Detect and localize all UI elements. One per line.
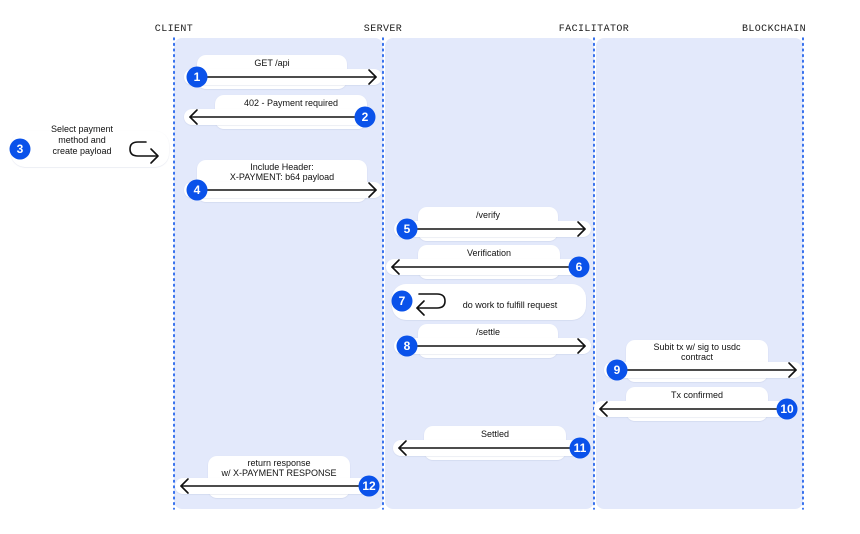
step-7-label-line: do work to fulfill request <box>463 300 558 310</box>
step-10: Tx confirmed 10 <box>594 387 798 421</box>
step-3-loop-arrow <box>129 141 157 157</box>
step-7-label-bubble <box>392 284 586 320</box>
step-12-number: 12 <box>362 479 376 493</box>
step-5-badge <box>396 218 418 240</box>
step-7-number: 7 <box>399 294 406 308</box>
step-10-label-line: Tx confirmed <box>671 390 723 400</box>
step-5-arrowhead <box>577 221 586 237</box>
step-2-number: 2 <box>362 110 369 124</box>
step-8-label-line: /settle <box>476 327 500 337</box>
step-6-arrowhead <box>391 259 400 275</box>
step-5-label-line: /verify <box>476 210 501 220</box>
step-6-badge <box>568 256 590 278</box>
step-7-arrowhead <box>416 300 425 316</box>
step-2-label-line: 402 - Payment required <box>244 98 338 108</box>
step-9-number: 9 <box>614 363 621 377</box>
step-3-label-line: create payload <box>52 146 111 156</box>
swimlane-panel-3 <box>596 38 803 509</box>
step-6-number: 6 <box>576 260 583 274</box>
step-5-number: 5 <box>404 222 411 236</box>
step-1: GET /api 1 <box>184 55 382 89</box>
step-3-badge <box>9 138 31 160</box>
step-9-label-line: Subit tx w/ sig to usdc <box>653 342 741 352</box>
step-11: Settled 11 <box>393 426 591 460</box>
step-7: do work to fulfill request 7 <box>391 284 586 320</box>
step-2: 402 - Payment required 2 <box>184 95 376 129</box>
swimlane-panel-1 <box>174 38 383 509</box>
step-8-arrowhead <box>577 338 586 354</box>
step-9-label-line: contract <box>681 352 714 362</box>
step-12-arrowhead <box>180 478 189 494</box>
step-4-arrowhead <box>368 182 377 198</box>
step-4-badge <box>186 179 208 201</box>
step-10-arrowhead <box>599 401 608 417</box>
step-1-label-line: GET /api <box>254 58 289 68</box>
step-3-label-line: method and <box>58 135 106 145</box>
step-2-badge <box>354 106 376 128</box>
step-11-badge <box>569 437 591 459</box>
step-10-badge <box>776 398 798 420</box>
step-8-number: 8 <box>404 339 411 353</box>
step-3-number: 3 <box>17 142 24 156</box>
step-11-number: 11 <box>574 441 587 455</box>
step-11-label-line: Settled <box>481 429 509 439</box>
step-9-arrowhead <box>788 362 797 378</box>
step-7-badge <box>391 290 413 312</box>
step-4: Include Header:X-PAYMENT: b64 payload 4 <box>184 160 382 202</box>
step-5: /verify 5 <box>394 207 591 241</box>
lane-title-blockchain: BLOCKCHAIN <box>742 24 806 35</box>
lane-title-server: SERVER <box>364 24 402 35</box>
step-7-loop-arrow <box>416 293 446 309</box>
step-6-label-line: Verification <box>467 248 511 258</box>
step-10-number: 10 <box>780 402 794 416</box>
step-4-number: 4 <box>194 183 201 197</box>
step-8: /settle 8 <box>394 324 591 358</box>
step-4-label-line: X-PAYMENT: b64 payload <box>230 172 334 182</box>
step-1-arrowhead <box>368 69 377 85</box>
step-11-arrowhead <box>398 440 407 456</box>
step-6: Verification 6 <box>386 245 590 279</box>
step-12-label-line: w/ X-PAYMENT RESPONSE <box>220 468 336 478</box>
step-1-badge <box>186 66 208 88</box>
step-8-badge <box>396 335 418 357</box>
lane-title-facilitator: FACILITATOR <box>559 24 629 35</box>
step-1-number: 1 <box>194 70 201 84</box>
step-9-badge <box>606 359 628 381</box>
step-12-badge <box>358 475 380 497</box>
step-12-label-line: return response <box>247 458 310 468</box>
lane-title-client: CLIENT <box>155 24 193 35</box>
step-2-arrowhead <box>189 109 198 125</box>
step-4-label-line: Include Header: <box>250 162 314 172</box>
step-3-label-bubble <box>11 131 169 167</box>
step-3-label-line: Select payment <box>51 124 114 134</box>
step-3-arrowhead <box>150 148 159 164</box>
